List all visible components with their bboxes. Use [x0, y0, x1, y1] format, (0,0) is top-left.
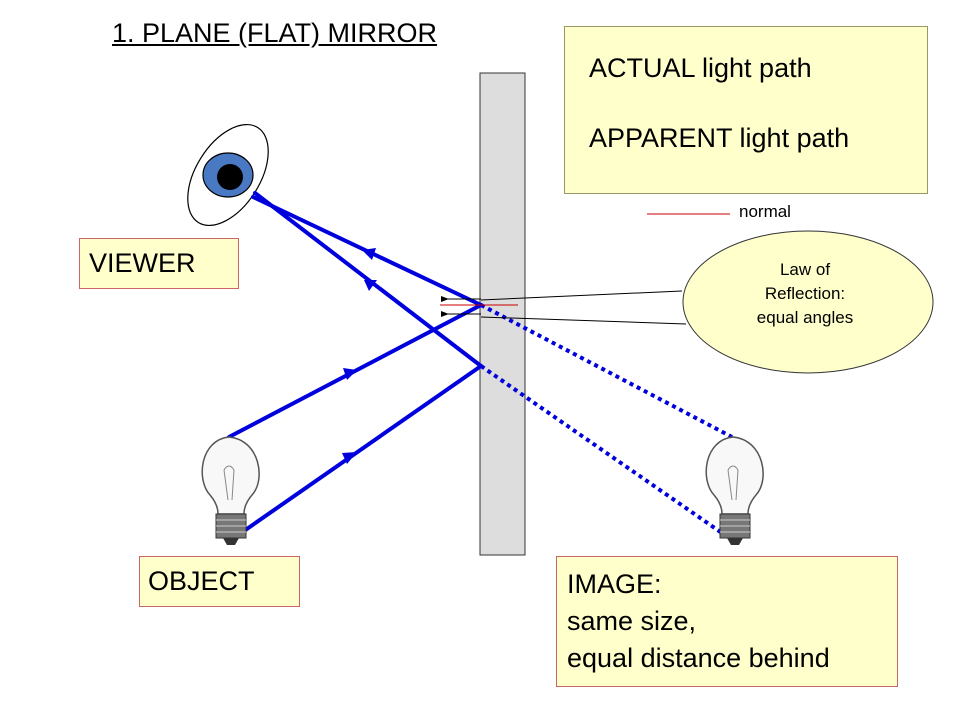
path-arrowheads	[342, 248, 377, 464]
apparent-light-paths	[479, 303, 734, 542]
image-line-3: equal distance behind	[567, 643, 830, 673]
viewer-label: VIEWER	[89, 248, 196, 278]
legend-apparent-label: APPARENT light path	[589, 123, 850, 153]
legend-actual-label: ACTUAL light path	[589, 53, 812, 83]
image-lightbulb-icon	[705, 436, 764, 545]
normal-line	[440, 290, 687, 325]
object-label-box: OBJECT	[139, 556, 300, 607]
object-lightbulb-icon	[201, 436, 260, 545]
mirror	[479, 72, 526, 556]
image-label-box: IMAGE: same size, equal distance behind	[556, 556, 898, 687]
diagram-title: 1. PLANE (FLAT) MIRROR	[112, 18, 438, 48]
image-line-2: same size,	[567, 606, 697, 636]
law-of-reflection-text: Law of Reflection: equal angles	[705, 258, 905, 330]
viewer-label-box: VIEWER	[79, 238, 239, 289]
law-of-reflection-ellipse	[682, 230, 934, 374]
law-line-3: equal angles	[756, 308, 854, 327]
viewer-eye-icon	[187, 123, 269, 227]
image-line-1: IMAGE:	[567, 569, 662, 599]
law-line-2: Reflection:	[764, 284, 846, 303]
object-label: OBJECT	[148, 566, 255, 596]
actual-light-paths	[227, 191, 483, 542]
law-line-1: Law of	[779, 260, 831, 279]
legend-box: ACTUAL light path APPARENT light path	[564, 26, 928, 194]
normal-label: normal	[739, 202, 791, 221]
